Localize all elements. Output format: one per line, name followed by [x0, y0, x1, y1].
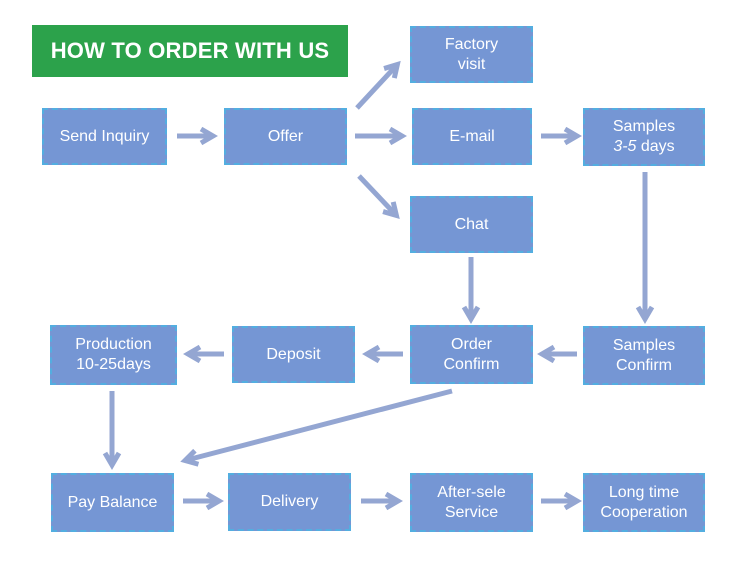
flow-node-label: 3-5 days [613, 138, 675, 155]
flow-node-label: Long time [608, 483, 680, 501]
page-title: HOW TO ORDER WITH US [32, 25, 348, 77]
flow-node-label: 10-25days [76, 356, 151, 373]
flow-node-e-mail: E-mail [412, 108, 532, 165]
arrow-order-confirm-to-pay-balance [180, 388, 453, 467]
flow-node-label: Production [75, 336, 152, 353]
arrow-offer-to-chat [357, 174, 400, 220]
flow-node-pay-balance: Pay Balance [51, 473, 174, 532]
flow-node-label: visit [457, 55, 486, 73]
flow-node-delivery: Delivery [228, 473, 351, 531]
flow-node-label: Cooperation [600, 503, 688, 521]
flow-node-label: Pay Balance [67, 493, 158, 511]
flow-node-label: Delivery [260, 493, 319, 510]
arrow-group [102, 60, 655, 511]
flow-node-label: Send Inquiry [59, 127, 150, 145]
flow-node-label: Confirm [443, 355, 500, 373]
flow-node-label: Samples [612, 336, 676, 354]
flow-node-label: Service [444, 503, 499, 521]
flow-node-label: Chat [454, 215, 489, 233]
flow-node-label: Deposit [266, 345, 321, 363]
flow-node-label: Offer [267, 127, 304, 145]
flow-node-label: After-sele [437, 483, 506, 501]
flow-node-label: Factory [444, 35, 499, 53]
flow-node-label: E-mail [449, 127, 495, 145]
flow-node-factory-visit: Factory visit [410, 26, 533, 83]
flow-node-samples-3-5-days: Samples 3-5 days [583, 108, 705, 166]
arrow-offer-to-factory-visit [355, 60, 401, 110]
flow-node-deposit: Deposit [232, 326, 355, 383]
flow-node-label: Confirm [615, 356, 672, 374]
flow-node-label: Samples [612, 118, 676, 135]
flow-node-chat: Chat [410, 196, 533, 253]
flow-node-label: Order [451, 335, 492, 353]
flow-node-production-10-25days: Production 10-25days [50, 325, 177, 385]
flow-node-send-inquiry: Send Inquiry [42, 108, 167, 165]
flow-node-offer: Offer [224, 108, 347, 165]
